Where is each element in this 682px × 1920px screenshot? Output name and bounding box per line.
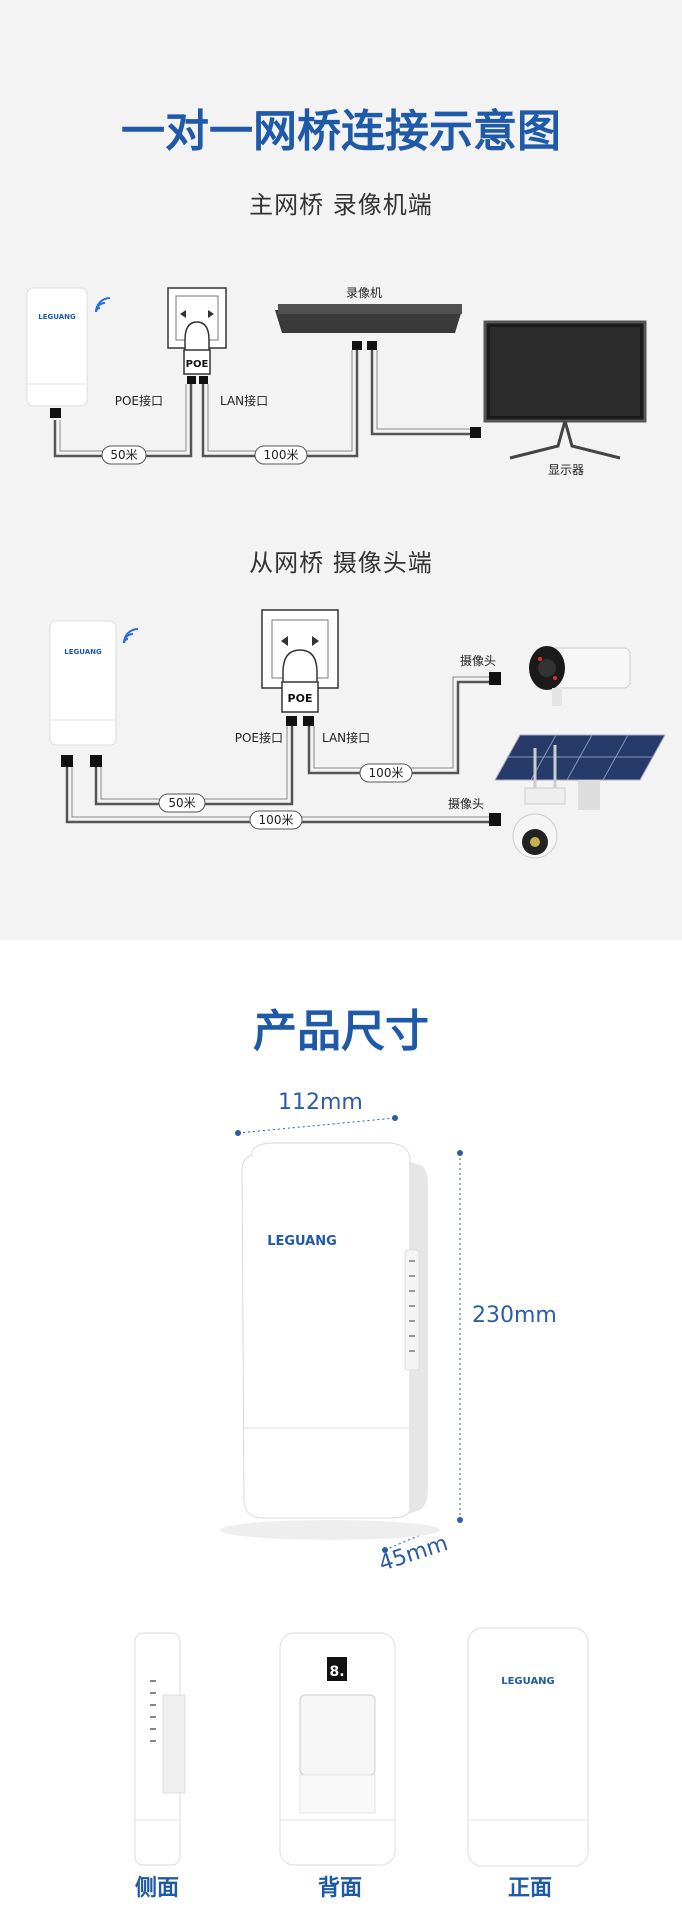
wifi-icon [95,297,111,313]
sub-cable-a-tag: 50米 [168,796,195,810]
dimension-lines [237,1117,461,1551]
sub-bridge-device: LEGUANG [49,620,117,746]
back-view-label: 背面 [317,1876,362,1901]
product-main-view: LEGUANG [220,1142,440,1540]
camera1-label: 摄像头 [460,653,496,668]
size-title: 产品尺寸 [253,1006,429,1057]
nvr-label: 录像机 [346,286,382,300]
main-bridge-device: LEGUANG [26,287,88,407]
front-brand: LEGUANG [501,1676,555,1687]
sub-bridge-brand: LEGUANG [64,648,102,656]
sub-cable-b-tag: 100米 [259,813,294,827]
main-bridge-brand: LEGUANG [38,313,76,321]
main-wall-socket: POE [167,287,227,384]
topology-title: 一对一网桥连接示意图 [121,106,561,157]
sub-poe-port-label: POE接口 [235,730,283,745]
front-view-label: 正面 [507,1876,552,1901]
sub-cable-lan-tag: 100米 [369,766,404,780]
topology-section [0,0,682,940]
product-front-view: LEGUANG [467,1627,589,1867]
main-lan-port-label: LAN接口 [220,393,268,408]
width-dimension: 112mm [278,1090,363,1115]
size-diagram: LEGUANG 8. LEGUANG [134,1115,589,1867]
product-back-view: 8. [279,1632,396,1866]
main-cable-b-tag: 100米 [264,448,299,462]
solar-panel [494,734,666,810]
dome-camera [512,745,566,859]
main-cable-a-tag: 50米 [110,448,137,462]
product-brand: LEGUANG [267,1234,337,1249]
sub-lan-port-label: LAN接口 [322,730,370,745]
main-poe-port-label: POE接口 [115,393,163,408]
bullet-camera [529,646,631,706]
side-view-label: 侧面 [134,1876,179,1901]
sub-side-heading: 从网桥 摄像头端 [249,549,433,577]
monitor-label: 显示器 [548,463,584,477]
sub-poe-label: POE [288,692,313,705]
main-poe-label: POE [186,359,209,370]
nvr-device [275,304,462,350]
topology-diagram: LEGUANG POE [26,286,666,859]
sub-wall-socket: POE [261,609,339,726]
height-dimension: 230mm [472,1303,557,1328]
product-side-view [134,1632,186,1866]
camera2-label: 摄像头 [448,796,484,811]
sub-cables [65,676,490,824]
monitor-device [483,320,647,460]
main-side-heading: 主网桥 录像机端 [249,191,433,219]
back-display: 8. [329,1664,344,1680]
wifi-icon [123,628,139,644]
